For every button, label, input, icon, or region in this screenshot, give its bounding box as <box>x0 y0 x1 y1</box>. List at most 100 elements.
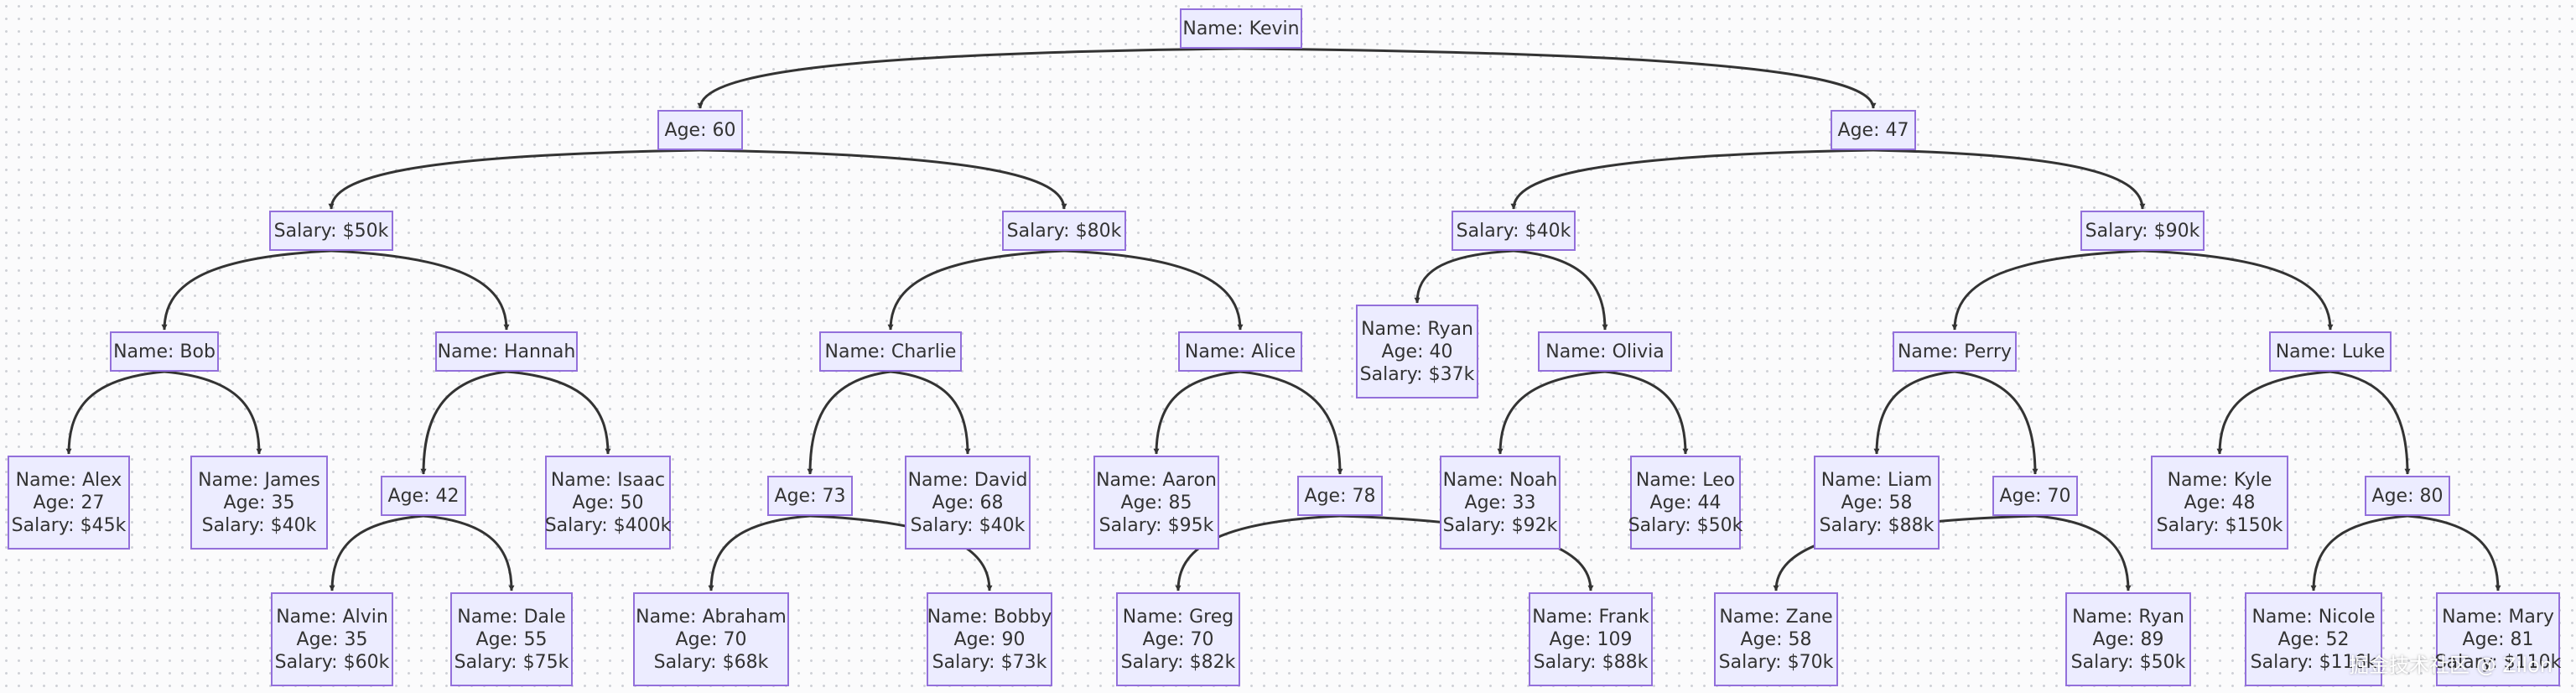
node-label: Name: Dale <box>457 606 566 628</box>
node-label: Name: Leo <box>1635 469 1736 491</box>
node-label: Age: 35 <box>223 492 295 513</box>
tree-node: Age: 78 <box>1297 476 1383 516</box>
node-label: Name: Kyle <box>2167 469 2272 491</box>
edge-arrow <box>2329 370 2411 475</box>
node-label: Salary: $45k <box>11 514 127 536</box>
node-label: Age: 60 <box>664 119 736 141</box>
node-label: Age: 44 <box>1649 492 1722 513</box>
node-label: Name: Perry <box>1897 341 2012 362</box>
node-label: Salary: $95k <box>1098 514 1214 536</box>
edge-arrow <box>506 370 611 455</box>
edge-arrow <box>890 370 971 455</box>
node-label: Salary: $150k <box>2156 514 2283 536</box>
edge-arrow <box>1063 249 1244 331</box>
tree-node: Age: 47 <box>1831 110 1916 150</box>
tree-node: Age: 42 <box>381 476 466 516</box>
node-label: Age: 52 <box>2277 628 2350 650</box>
tree-node: Name: Charlie <box>819 331 962 372</box>
node-label: Name: Bobby <box>927 606 1052 628</box>
edge-arrow <box>328 148 701 210</box>
node-label: Age: 70 <box>1999 485 2071 507</box>
node-label: Salary: $50k <box>1628 514 1743 536</box>
node-label: Age: 81 <box>2462 628 2534 650</box>
node-label: Salary: $73k <box>932 651 1047 673</box>
node-label: Age: 58 <box>1740 628 1812 650</box>
watermark: 掘金技术社区 @ Zilon <box>2349 654 2553 677</box>
node-label: Name: Ryan <box>1361 318 1473 340</box>
node-label: Name: Frank <box>1532 606 1649 628</box>
edge-arrow <box>330 249 510 331</box>
edge-arrow <box>699 148 1067 210</box>
edge-arrow <box>161 249 332 331</box>
tree-node: Name: Hannah <box>435 331 578 372</box>
node-label: Age: 90 <box>953 628 1026 650</box>
node-label: Salary: $88k <box>1819 514 1935 536</box>
tree-node: Salary: $50k <box>269 211 393 251</box>
node-label: Salary: $90k <box>2085 220 2200 242</box>
node-label: Name: David <box>907 469 1028 491</box>
node-label: Salary: $50k <box>2070 651 2186 673</box>
node-label: Salary: $70k <box>1718 651 1834 673</box>
edge-arrow <box>2034 514 2132 591</box>
node-label: Salary: $80k <box>1006 220 1122 242</box>
node-label: Salary: $40k <box>910 514 1026 536</box>
node-label: Age: 80 <box>2371 485 2444 507</box>
node-label: Name: Noah <box>1442 469 1558 491</box>
tree-node: Age: 60 <box>657 110 743 150</box>
edge-arrow <box>697 47 1242 109</box>
edge-arrow <box>65 370 165 455</box>
edge-arrow <box>708 514 811 591</box>
tree-node: Name: Luke <box>2269 331 2392 372</box>
edge-arrow <box>329 514 424 591</box>
node-label: Age: 42 <box>387 485 460 507</box>
edge-arrow <box>2216 370 2331 455</box>
edge-arrow <box>1872 148 2146 210</box>
edge-arrow <box>2310 514 2408 591</box>
node-label: Salary: $75k <box>454 651 569 673</box>
node-label: Name: Zane <box>1719 606 1833 628</box>
edge-arrow <box>1153 370 1241 455</box>
node-label: Name: Kevin <box>1182 18 1300 39</box>
node-label: Age: 33 <box>1464 492 1536 513</box>
edge-arrow <box>887 249 1065 331</box>
node-label: Age: 109 <box>1549 628 1633 650</box>
node-label: Age: 68 <box>932 492 1004 513</box>
node-label: Age: 70 <box>1142 628 1214 650</box>
edge-arrow <box>420 370 507 475</box>
edge-arrow <box>1240 47 1877 109</box>
node-label: Name: Alvin <box>276 606 388 628</box>
node-label: Age: 73 <box>774 485 846 507</box>
node-label: Name: James <box>198 469 320 491</box>
edge-arrow <box>164 370 262 455</box>
node-label: Salary: $60k <box>274 651 390 673</box>
tree-node: Age: 70 <box>1992 476 2078 516</box>
node-label: Name: Liam <box>1820 469 1933 491</box>
node-label: Salary: $400k <box>544 514 672 536</box>
node-label: Salary: $40k <box>201 514 317 536</box>
node-label: Name: Aaron <box>1096 469 1217 491</box>
node-label: Name: Bob <box>113 341 216 362</box>
node-label: Name: Hannah <box>437 341 576 362</box>
node-label: Name: Alice <box>1184 341 1296 362</box>
node-label: Age: 78 <box>1304 485 1376 507</box>
node-label: Salary: $40k <box>1456 220 1571 242</box>
edge-layer <box>65 47 2501 591</box>
edge-arrow <box>423 514 515 591</box>
node-label: Age: 50 <box>572 492 644 513</box>
node-label: Salary: $82k <box>1120 651 1236 673</box>
edge-arrow <box>1873 370 1955 455</box>
edge-arrow <box>2407 514 2501 591</box>
